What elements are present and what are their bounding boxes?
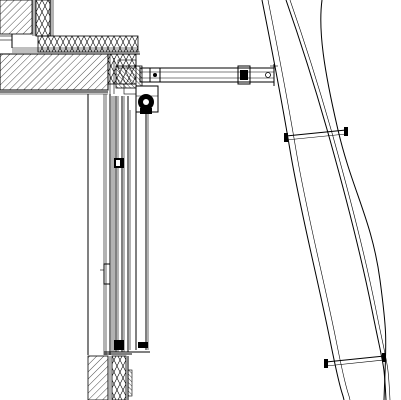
head-block-dense [115, 65, 143, 89]
screen-tie-lower [325, 355, 385, 363]
upper-wall-insulation [35, 0, 51, 37]
support-arm [139, 64, 278, 86]
slab-layer-insulation [37, 35, 139, 53]
lower-wall-hatch [87, 355, 109, 400]
arm-clamp [149, 67, 161, 83]
curved-screen [261, 0, 391, 400]
screen-tie-upper [285, 129, 347, 137]
window-assembly [87, 94, 150, 355]
arm-bracket [237, 65, 251, 85]
sill-assembly [87, 353, 133, 400]
concrete-slab [0, 53, 109, 91]
window-head [115, 59, 159, 114]
frame-fitting-bottom [114, 340, 124, 350]
arm-bolt [265, 72, 271, 78]
window-handle-icon [103, 263, 110, 285]
lower-wall-insulation [111, 355, 127, 400]
upper-wall-hatch [0, 0, 33, 35]
